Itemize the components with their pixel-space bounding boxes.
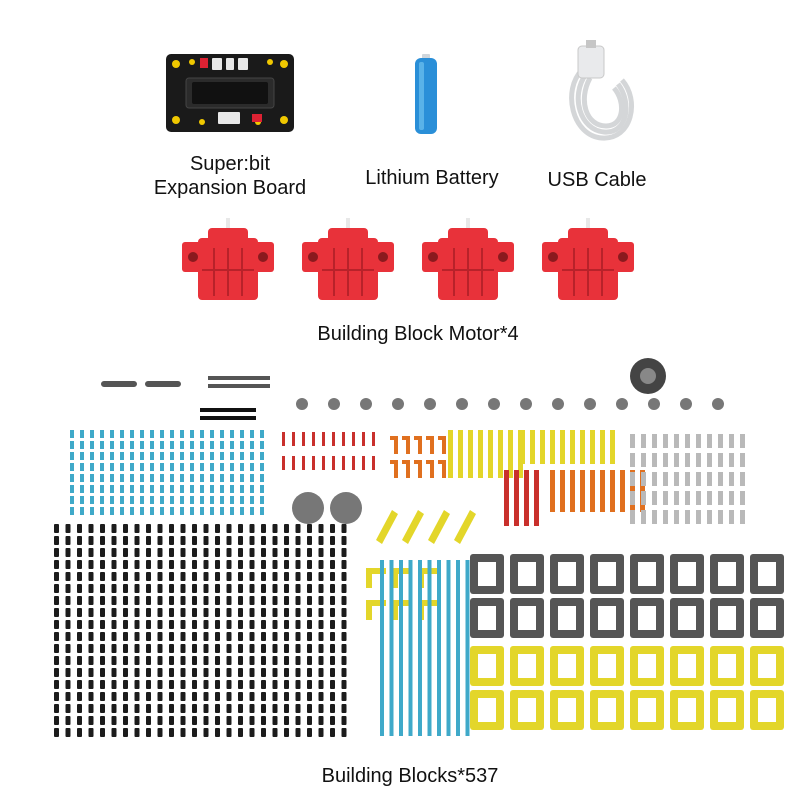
motor-image (538, 218, 638, 302)
board-label-line2: Expansion Board (153, 177, 307, 199)
expansion-board-image (162, 48, 298, 136)
motors-label: Building Block Motor*4 (317, 323, 519, 345)
cable-label: USB Cable (547, 169, 647, 191)
motors-row (178, 218, 638, 302)
blocks-label: Building Blocks*537 (321, 765, 499, 787)
motor-image (298, 218, 398, 302)
board-label-line1: Super:bit (189, 153, 271, 175)
board-label: Super:bit Expansion Board (130, 152, 330, 200)
building-blocks-image (50, 358, 790, 754)
motor-image (418, 218, 518, 302)
lithium-battery-image (412, 52, 440, 136)
motor-image (178, 218, 278, 302)
usb-cable-image (562, 40, 642, 144)
battery-label: Lithium Battery (365, 167, 499, 189)
